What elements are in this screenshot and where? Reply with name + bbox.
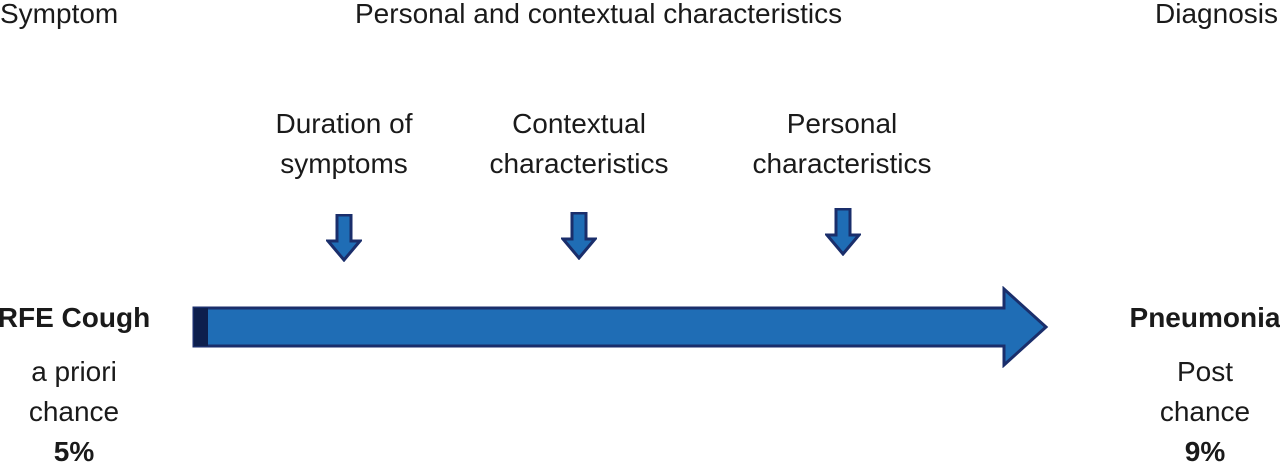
- prior-label-line1: a priori: [31, 356, 117, 387]
- factor-contextual: Contextual characteristics: [459, 104, 699, 184]
- factor-label-line2: symptoms: [280, 148, 408, 179]
- prior-chance-block: RFE Cough a priori chance 5%: [0, 298, 154, 472]
- header-diagnosis: Diagnosis: [1155, 0, 1278, 29]
- prior-label-line2: chance: [28, 396, 120, 427]
- right-arrow-icon: [192, 286, 1049, 368]
- header-personal-contextual: Personal and contextual characteristics: [355, 0, 843, 29]
- factor-label-line1: Contextual: [512, 108, 646, 139]
- symptom-title: RFE Cough: [0, 302, 151, 333]
- factor-label-line1: Personal: [786, 108, 898, 139]
- post-label-line2: chance: [1159, 396, 1251, 427]
- factor-duration: Duration of symptoms: [224, 104, 464, 184]
- diagnosis-title: Pneumonia: [1129, 302, 1280, 333]
- down-arrow-icon: [825, 208, 861, 256]
- factor-personal: Personal characteristics: [722, 104, 962, 184]
- factor-label-line2: characteristics: [489, 148, 669, 179]
- prior-chance-value: 5%: [53, 436, 95, 467]
- post-label-line1: Post: [1176, 356, 1234, 387]
- post-chance-value: 9%: [1184, 436, 1226, 467]
- factor-label-line1: Duration of: [275, 108, 413, 139]
- post-chance-block: Pneumonia Post chance 9%: [1120, 298, 1280, 472]
- factor-label-line2: characteristics: [752, 148, 932, 179]
- header-symptom: Symptom: [0, 0, 119, 29]
- down-arrow-icon: [561, 212, 597, 260]
- down-arrow-icon: [326, 214, 362, 262]
